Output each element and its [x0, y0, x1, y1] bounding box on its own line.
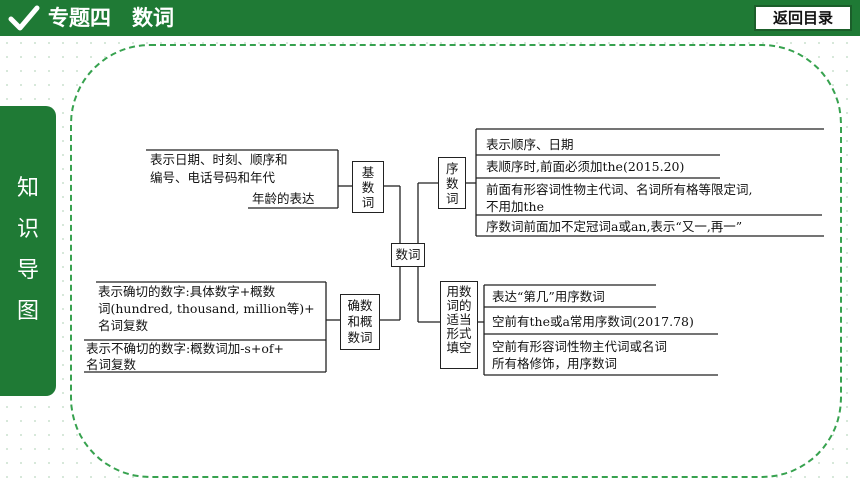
- node-label: 确数和概数词: [347, 298, 373, 345]
- blank-item: 所有格修饰，用序数词: [492, 356, 618, 371]
- cardinal-item: 年龄的表达: [252, 191, 315, 206]
- node-label: 基数词: [361, 165, 375, 210]
- cardinal-item: 编号、电话号码和年代: [150, 170, 276, 185]
- exact-item: 表示确切的数字:具体数字+概数: [98, 284, 276, 299]
- blank-item: 空前有the或a常用序数词(2017.78): [492, 314, 694, 329]
- exact-item: 词(hundred, thousand, million等)+: [98, 301, 315, 316]
- center-node-numerals: 数词: [391, 243, 425, 267]
- mindmap-frame: [70, 44, 842, 478]
- exact-item: 名词复数: [98, 318, 149, 333]
- node-fill-in-blank: 用数词的适当形式填空: [440, 281, 478, 369]
- check-icon: [8, 5, 40, 31]
- ordinal-item: 表示顺序、日期: [486, 137, 574, 152]
- side-tab-char: 知: [16, 176, 39, 201]
- blank-item: 空前有形容词性物主代词或名词: [492, 339, 668, 354]
- node-label: 用数词的适当形式填空: [446, 284, 472, 355]
- ordinal-item: 不用加the: [486, 199, 544, 214]
- side-tab-char: 图: [16, 299, 39, 324]
- header-bar: 专题四 数词 返回目录: [0, 0, 860, 36]
- back-to-contents-button[interactable]: 返回目录: [754, 5, 852, 31]
- side-tab-char: 识: [16, 217, 39, 242]
- ordinal-item: 序数词前面加不定冠词a或an,表示“又一,再一”: [486, 219, 743, 234]
- blank-item: 表达“第几”用序数词: [492, 289, 605, 304]
- page-title: 专题四 数词: [48, 6, 174, 30]
- cardinal-item: 表示日期、时刻、顺序和: [150, 152, 288, 167]
- node-cardinal-numerals: 基数词: [352, 161, 384, 213]
- approx-item: 名词复数: [86, 357, 137, 372]
- approx-item: 表示不确切的数字:概数词加-s+of+: [86, 341, 284, 356]
- ordinal-item: 表顺序时,前面必须加the(2015.20): [486, 159, 685, 174]
- ordinal-item: 前面有形容词性物主代词、名词所有格等限定词,: [486, 182, 753, 197]
- side-tab-knowledge-map[interactable]: 知 识 导 图: [0, 106, 56, 396]
- node-label: 序数词: [446, 161, 459, 206]
- node-exact-approx-numerals: 确数和概数词: [340, 294, 380, 350]
- node-ordinal-numerals: 序数词: [438, 157, 466, 209]
- side-tab-char: 导: [16, 258, 39, 283]
